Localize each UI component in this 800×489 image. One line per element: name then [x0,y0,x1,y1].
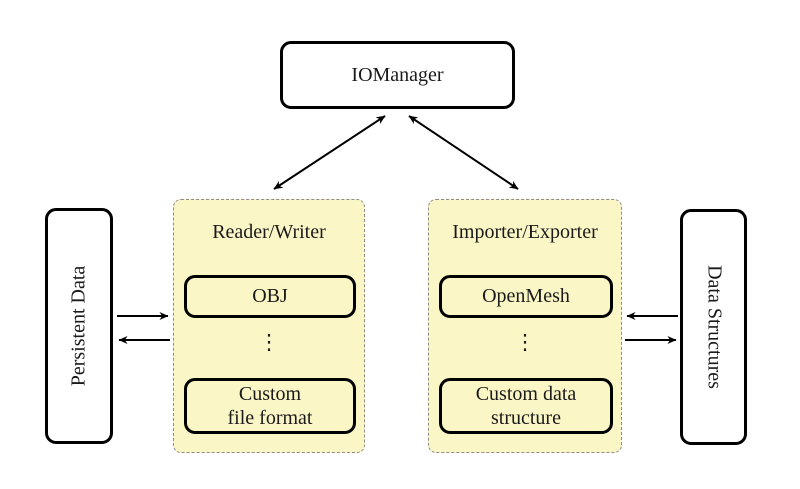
importer-exporter-title: Importer/Exporter [452,221,598,243]
obj-box: OBJ [184,275,356,318]
importer-exporter-ellipsis: ⋮ [514,330,536,354]
obj-label: OBJ [252,285,288,307]
data-structures-box: Data Structures [680,209,747,445]
openmesh-box: OpenMesh [439,275,613,318]
data-structures-label: Data Structures [703,265,725,389]
custom-data-structure-box: Custom data structure [439,378,613,434]
arrow-iomanager-readerwriter [273,115,386,190]
custom-file-format-label: Custom file format [227,383,313,429]
reader-writer-ellipsis: ⋮ [258,330,280,354]
persistent-data-box: Persistent Data [45,208,113,444]
reader-writer-title: Reader/Writer [212,221,326,243]
iomanager-box: IOManager [280,41,515,109]
openmesh-label: OpenMesh [482,285,570,307]
custom-file-format-box: Custom file format [184,378,356,434]
importer-exporter-group: Importer/Exporter OpenMesh ⋮ Custom data… [428,199,622,453]
custom-data-structure-label: Custom data structure [475,383,577,429]
reader-writer-group: Reader/Writer OBJ ⋮ Custom file format [173,199,365,453]
persistent-data-label: Persistent Data [67,265,90,387]
iomanager-label: IOManager [351,63,444,86]
arrow-iomanager-importerexporter [408,115,519,190]
